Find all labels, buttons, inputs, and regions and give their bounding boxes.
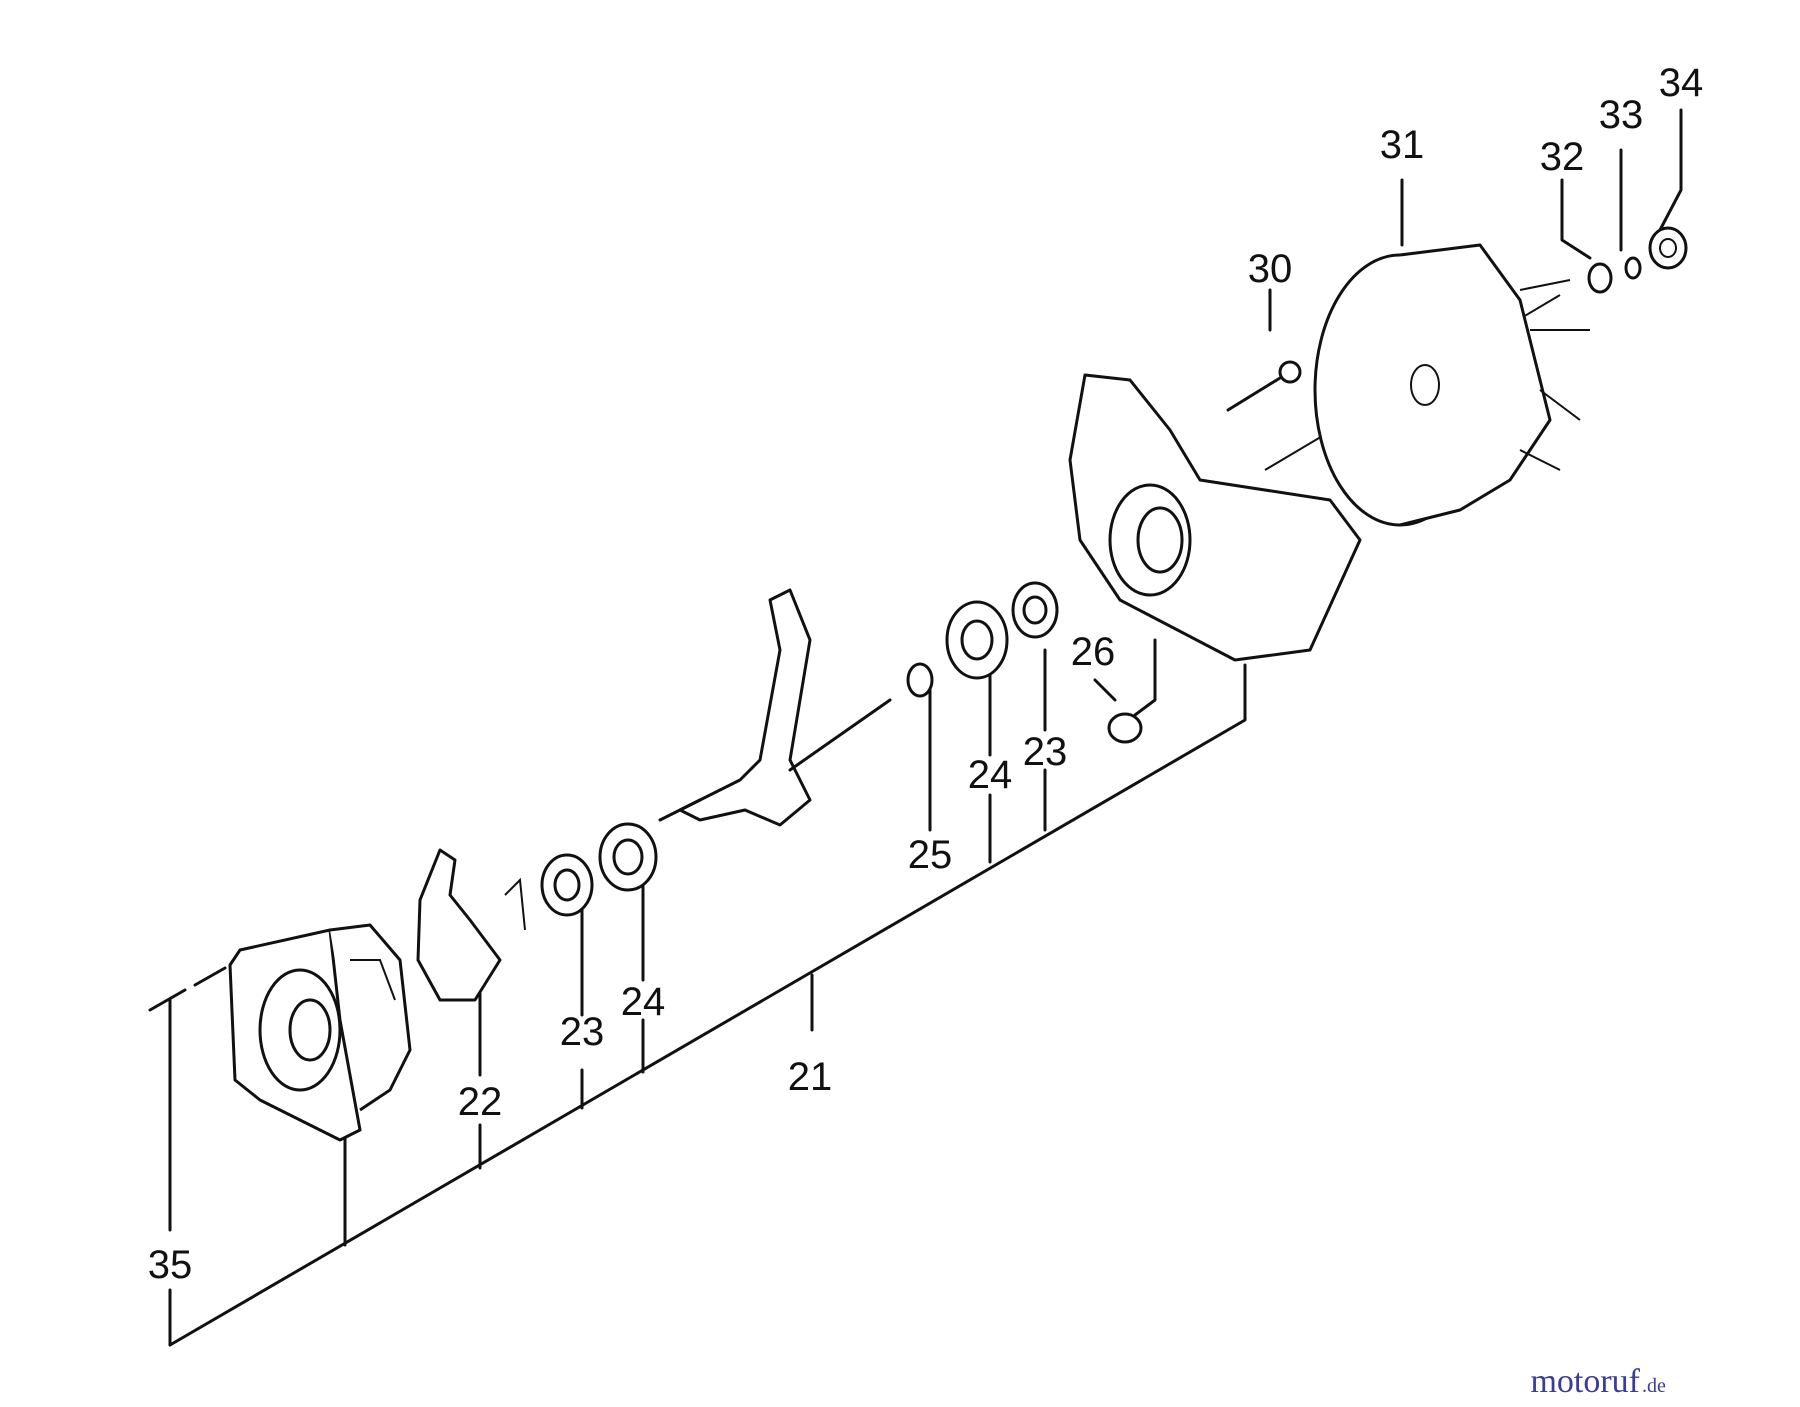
- label-30: 30: [1248, 247, 1293, 291]
- watermark-suffix: .de: [1642, 1375, 1666, 1397]
- bearing-left-large: [598, 822, 658, 892]
- label-31: 31: [1380, 123, 1425, 167]
- nut-part: [1648, 226, 1688, 270]
- bolt-part: [1226, 360, 1302, 412]
- leader-lines: [168, 108, 1683, 1347]
- label-25: 25: [908, 833, 953, 877]
- label-35: 35: [148, 1243, 193, 1287]
- rear-crankcase: [1068, 373, 1362, 662]
- watermark-logo: motoruf .de: [1530, 1363, 1666, 1400]
- crankshaft-part: [658, 588, 892, 827]
- label-24-right: 24: [968, 753, 1013, 797]
- label-32: 32: [1540, 135, 1585, 179]
- label-23-left: 23: [560, 1010, 605, 1054]
- label-34: 34: [1659, 61, 1704, 105]
- flywheel-part: [1313, 243, 1590, 527]
- label-21: 21: [788, 1055, 833, 1099]
- stud-part: [148, 966, 227, 1012]
- lock-washer: [1624, 256, 1642, 280]
- part-labels: 21 22 23 24 23 24 25 26 30 31 32 33 34 3…: [148, 61, 1704, 1287]
- gasket-part: [416, 848, 526, 1002]
- washer-part: [906, 662, 934, 698]
- front-crankcase: [228, 923, 412, 1142]
- label-26: 26: [1071, 630, 1116, 674]
- bearing-left-small: [540, 853, 594, 917]
- flywheel-washer: [1587, 262, 1613, 294]
- watermark-text: motoruf: [1530, 1363, 1640, 1400]
- bearing-right-small: [1011, 581, 1059, 639]
- label-23-right: 23: [1023, 730, 1068, 774]
- plug-part: [1107, 712, 1143, 744]
- label-33: 33: [1599, 93, 1644, 137]
- label-24-left: 24: [621, 980, 666, 1024]
- bearing-right-large: [945, 600, 1009, 680]
- label-22: 22: [458, 1080, 503, 1124]
